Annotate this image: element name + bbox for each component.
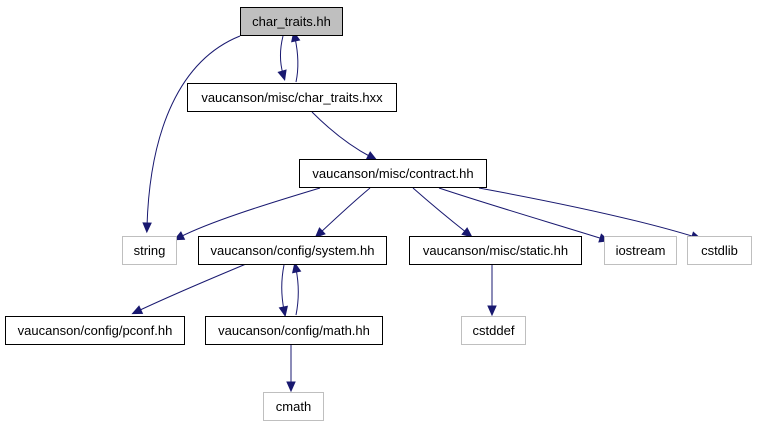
node-box[interactable]	[198, 236, 387, 265]
node-label: iostream	[616, 243, 666, 258]
node-label: vaucanson/misc/static.hh	[423, 243, 568, 258]
node-cstdlib: cstdlib	[687, 236, 752, 265]
edge-line	[311, 111, 372, 158]
node-cmath: cmath	[263, 392, 324, 421]
edge-static-hh-to-cstddef	[487, 264, 497, 317]
node-box	[122, 236, 177, 265]
node-label: vaucanson/config/system.hh	[210, 243, 374, 258]
node-box[interactable]	[240, 7, 343, 36]
node-char-traits-hh[interactable]: char_traits.hh	[240, 7, 343, 36]
edge-line	[478, 187, 696, 238]
nodes-layer: char_traits.hh vaucanson/misc/char_traits…	[5, 7, 752, 421]
edge-system-hh-to-math-hh	[278, 264, 288, 318]
edge-char-traits-hxx-to-char-traits-hh	[291, 30, 301, 83]
edge-line	[294, 37, 299, 83]
edge-line	[412, 187, 468, 234]
edge-char-traits-hh-to-char-traits-hxx	[277, 35, 287, 81]
node-label: vaucanson/config/math.hh	[218, 323, 370, 338]
edge-line	[438, 187, 604, 240]
node-box[interactable]	[187, 83, 397, 112]
edge-line	[137, 263, 247, 312]
node-box	[461, 316, 526, 345]
edge-math-hh-to-system-hh	[292, 261, 302, 316]
edge-char-traits-hh-to-string	[142, 35, 241, 234]
node-label: vaucanson/config/pconf.hh	[18, 323, 173, 338]
node-box[interactable]	[205, 316, 383, 345]
edge-arrowhead	[142, 222, 152, 234]
edge-line	[146, 35, 241, 227]
edge-arrowhead	[286, 381, 296, 393]
node-label: vaucanson/misc/contract.hh	[312, 166, 473, 181]
node-contract-hh[interactable]: vaucanson/misc/contract.hh	[299, 159, 487, 188]
edge-contract-hh-to-string	[173, 187, 321, 241]
node-label: cstdlib	[701, 243, 738, 258]
edge-line	[295, 268, 299, 316]
edge-arrowhead	[292, 261, 302, 274]
node-box[interactable]	[5, 316, 185, 345]
edge-contract-hh-to-system-hh	[314, 187, 371, 238]
node-iostream: iostream	[604, 236, 677, 265]
node-static-hh[interactable]: vaucanson/misc/static.hh	[409, 236, 582, 265]
node-box	[687, 236, 752, 265]
node-label: char_traits.hh	[252, 14, 331, 29]
node-box[interactable]	[299, 159, 487, 188]
edge-line	[281, 264, 285, 311]
edge-arrowhead	[365, 151, 378, 161]
node-math-hh[interactable]: vaucanson/config/math.hh	[205, 316, 383, 345]
node-string: string	[122, 236, 177, 265]
edge-arrowhead	[461, 227, 473, 238]
node-label: cmath	[276, 399, 311, 414]
edge-math-hh-to-cmath	[286, 344, 296, 393]
node-pconf-hh[interactable]: vaucanson/config/pconf.hh	[5, 316, 185, 345]
edge-contract-hh-to-cstdlib	[478, 187, 702, 241]
node-char-traits-hxx[interactable]: vaucanson/misc/char_traits.hxx	[187, 83, 397, 112]
edge-arrowhead	[131, 305, 144, 315]
edge-arrowhead	[487, 305, 497, 317]
edge-char-traits-hxx-to-contract-hh	[311, 111, 378, 161]
edge-arrowhead	[278, 305, 288, 318]
node-box[interactable]	[409, 236, 582, 265]
edges-layer	[131, 30, 702, 393]
node-box	[263, 392, 324, 421]
edge-system-hh-to-pconf-hh	[131, 263, 247, 315]
edge-line	[279, 35, 284, 75]
edge-arrowhead	[173, 231, 186, 241]
edge-arrowhead	[314, 227, 326, 238]
node-box	[604, 236, 677, 265]
node-cstddef: cstddef	[461, 316, 526, 345]
node-label: cstddef	[473, 323, 515, 338]
node-label: vaucanson/misc/char_traits.hxx	[201, 90, 383, 105]
node-system-hh[interactable]: vaucanson/config/system.hh	[198, 236, 387, 265]
edge-contract-hh-to-static-hh	[412, 187, 473, 238]
edge-line	[319, 187, 371, 234]
node-label: string	[134, 243, 166, 258]
edge-arrowhead	[277, 69, 287, 81]
edge-line	[179, 187, 321, 238]
